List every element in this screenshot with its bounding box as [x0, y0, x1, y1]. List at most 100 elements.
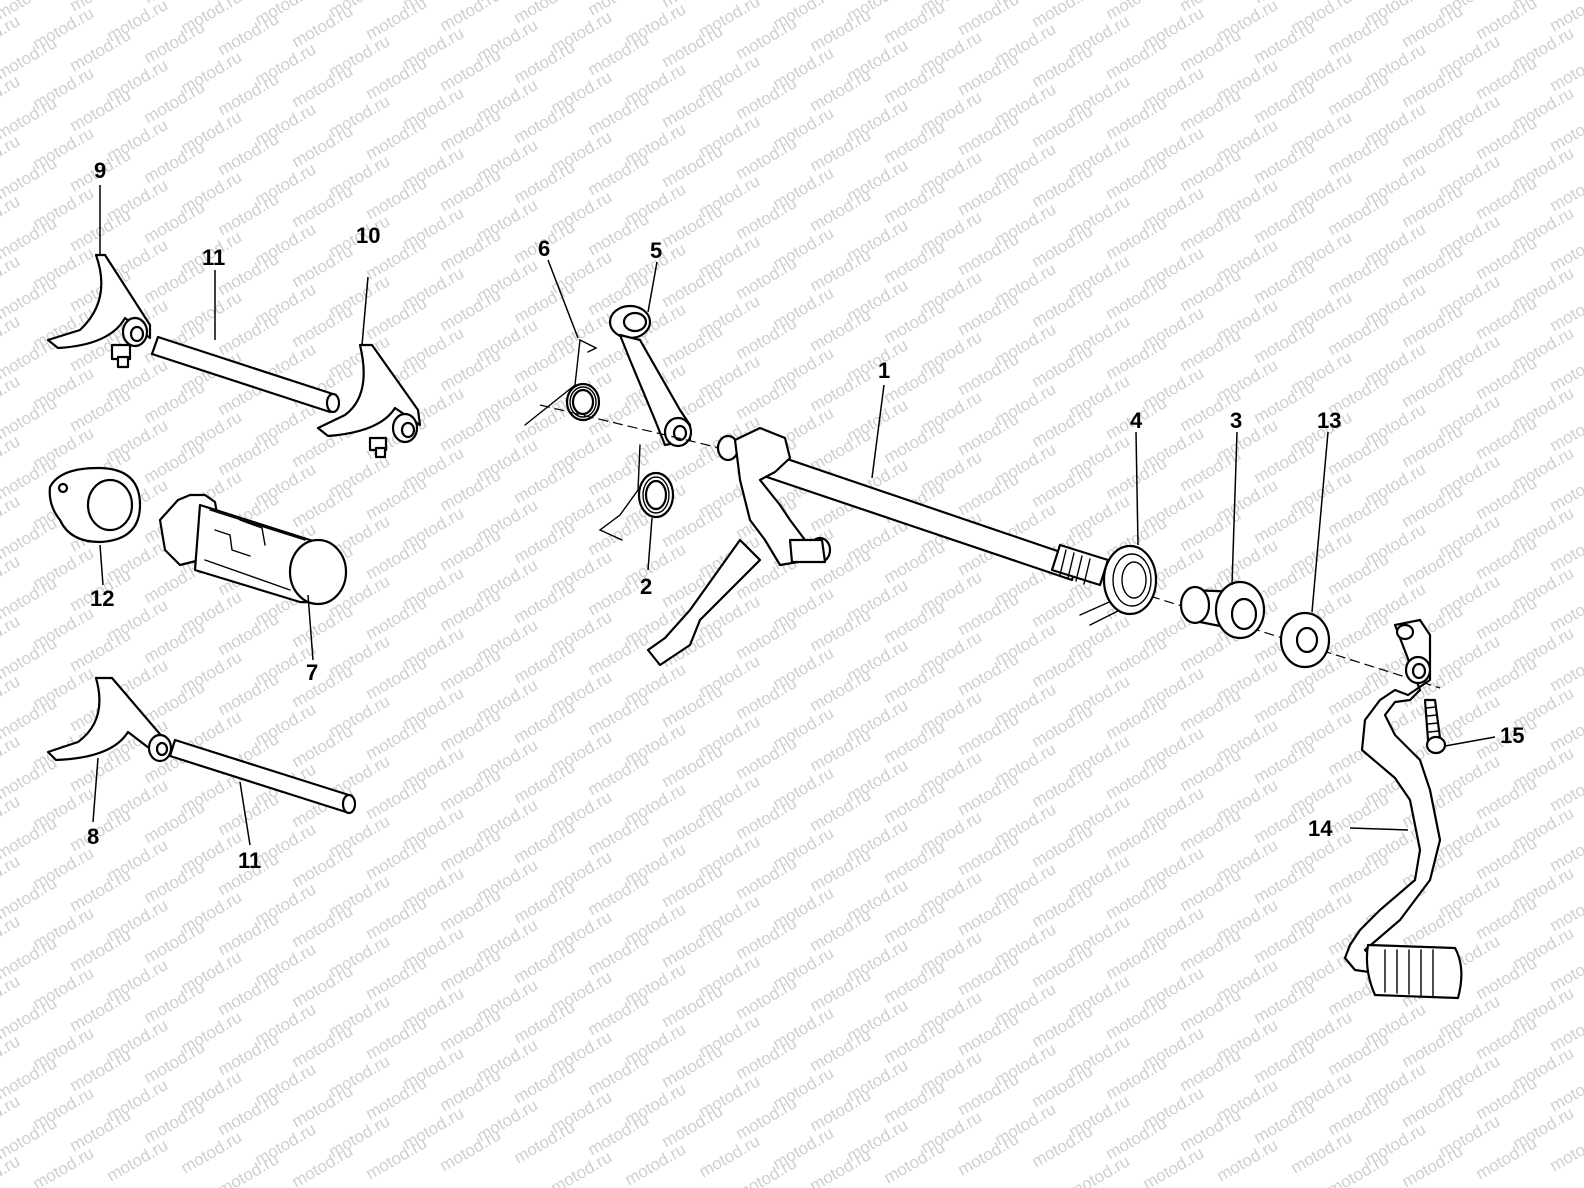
watermark-text: motod.ru — [1177, 985, 1245, 1035]
watermark-text: motod.ru — [585, 989, 653, 1039]
callout-label-3: 3 — [1230, 408, 1243, 433]
watermark-text: motod.ru — [585, 1049, 653, 1099]
watermark-text: motod.ru — [1251, 497, 1319, 547]
watermark-text: motod.ru — [363, 473, 431, 523]
watermark-text: motod.ru — [807, 605, 875, 655]
watermark-text: motod.ru — [1473, 353, 1541, 403]
watermark-text: motod.ru — [1103, 873, 1171, 923]
watermark-text: motod.ru — [1473, 833, 1541, 883]
watermark-text: motod.ru — [1399, 1021, 1467, 1071]
watermark-text: motod.ru — [178, 1127, 246, 1177]
watermark-text: motod.ru — [1103, 1113, 1171, 1163]
watermark-text: motod.ru — [289, 661, 357, 711]
callout-label-15: 15 — [1500, 723, 1525, 748]
watermark-text: motod.ru — [363, 1013, 431, 1063]
watermark-text: motod.ru — [1103, 93, 1171, 143]
watermark-text: motod.ru — [363, 593, 431, 643]
watermark-text: motod.ru — [437, 1005, 505, 1055]
watermark-text: motod.ru — [511, 757, 579, 807]
watermark-text: motod.ru — [1473, 233, 1541, 283]
watermark-text: motod.ru — [659, 261, 727, 311]
watermark-text: motod.ru — [1103, 273, 1171, 323]
watermark-text: motod.ru — [955, 589, 1023, 639]
watermark-text: motod.ru — [511, 1117, 579, 1167]
watermark-text: motod.ru — [881, 357, 949, 407]
watermark-text: motod.ru — [141, 257, 209, 307]
watermark-text: motod.ru — [1103, 33, 1171, 83]
watermark-text: motod.ru — [0, 1151, 23, 1188]
watermark-text: motod.ru — [1029, 701, 1097, 751]
watermark-text: motod.ru — [67, 1105, 135, 1155]
callout-label-13: 13 — [1317, 408, 1342, 433]
watermark-text: motod.ru — [437, 525, 505, 575]
watermark-text: motod.ru — [659, 141, 727, 191]
watermark-text: motod.ru — [585, 689, 653, 739]
watermark-text: motod.ru — [807, 65, 875, 115]
watermark-text: motod.ru — [511, 997, 579, 1047]
watermark-text: motod.ru — [622, 1139, 690, 1188]
callout-label-12: 12 — [90, 586, 115, 611]
watermark-text: motod.ru — [881, 1077, 949, 1127]
watermark-text: motod.ru — [289, 601, 357, 651]
callout-label-9: 9 — [94, 158, 107, 183]
watermark-text: motod.ru — [511, 157, 579, 207]
watermark-text: motod.ru — [585, 869, 653, 919]
watermark-text: motod.ru — [437, 945, 505, 995]
watermark-text: motod.ru — [215, 1029, 283, 1079]
watermark-text: motod.ru — [1029, 761, 1097, 811]
watermark-text: motod.ru — [67, 805, 135, 855]
watermark-text: motod.ru — [1177, 445, 1245, 495]
watermark-text: motod.ru — [1325, 129, 1393, 179]
watermark-text: motod.ru — [807, 1145, 875, 1188]
watermark-text: motod.ru — [585, 89, 653, 139]
watermark-text: motod.ru — [1177, 25, 1245, 75]
watermark-text: motod.ru — [955, 709, 1023, 759]
watermark-text: motod.ru — [363, 833, 431, 883]
watermark-text: motod.ru — [1325, 549, 1393, 599]
watermark-text: motod.ru — [141, 17, 209, 67]
watermark-text: motod.ru — [289, 481, 357, 531]
watermark-text: motod.ru — [1473, 533, 1541, 583]
watermark-text: motod.ru — [67, 625, 135, 675]
watermark-text: motod.ru — [1177, 865, 1245, 915]
watermark-text: motod.ru — [141, 797, 209, 847]
watermark-text: motod.ru — [955, 349, 1023, 399]
watermark-text: motod.ru — [1029, 341, 1097, 391]
watermark-text: motod.ru — [955, 409, 1023, 459]
watermark-text: motod.ru — [289, 121, 357, 171]
watermark-text: motod.ru — [1399, 1081, 1467, 1131]
watermark-text: motod.ru — [437, 1065, 505, 1115]
watermark-text: motod.ru — [1251, 257, 1319, 307]
watermark-text: motod.ru — [1177, 265, 1245, 315]
watermark-text: motod.ru — [289, 841, 357, 891]
watermark-text: motod.ru — [1399, 1141, 1467, 1188]
watermark-text: motod.ru — [141, 917, 209, 967]
watermark-text: motod.ru — [437, 645, 505, 695]
watermark-text: motod.ru — [141, 437, 209, 487]
watermark-text: motod.ru — [1103, 813, 1171, 863]
watermark-text: motod.ru — [881, 237, 949, 287]
watermark-text: motod.ru — [881, 117, 949, 167]
watermark-text: motod.ru — [733, 1093, 801, 1143]
watermark-text: motod.ru — [659, 21, 727, 71]
watermark-text: motod.ru — [1251, 377, 1319, 427]
watermark-text: motod.ru — [1473, 173, 1541, 223]
watermark-text: motod.ru — [955, 1009, 1023, 1059]
watermark-text: motod.ru — [1399, 361, 1467, 411]
watermark-text: motod.ru — [437, 585, 505, 635]
watermark-text: motod.ru — [363, 1133, 431, 1183]
watermark-text: motod.ru — [1325, 1029, 1393, 1079]
watermark-text: motod.ru — [1473, 1133, 1541, 1183]
watermark-text: motod.ru — [1325, 789, 1393, 839]
watermark-text: motod.ru — [289, 1, 357, 51]
watermark-text: motod.ru — [511, 277, 579, 327]
watermark-text: motod.ru — [67, 865, 135, 915]
watermark-text: motod.ru — [659, 1101, 727, 1151]
watermark-text: motod.ru — [437, 1125, 505, 1175]
watermark-text: motod.ru — [511, 577, 579, 627]
watermark-text: motod.ru — [1399, 541, 1467, 591]
watermark-text: motod.ru — [289, 241, 357, 291]
watermark-text: motod.ru — [1029, 881, 1097, 931]
watermark-text: motod.ru — [585, 629, 653, 679]
